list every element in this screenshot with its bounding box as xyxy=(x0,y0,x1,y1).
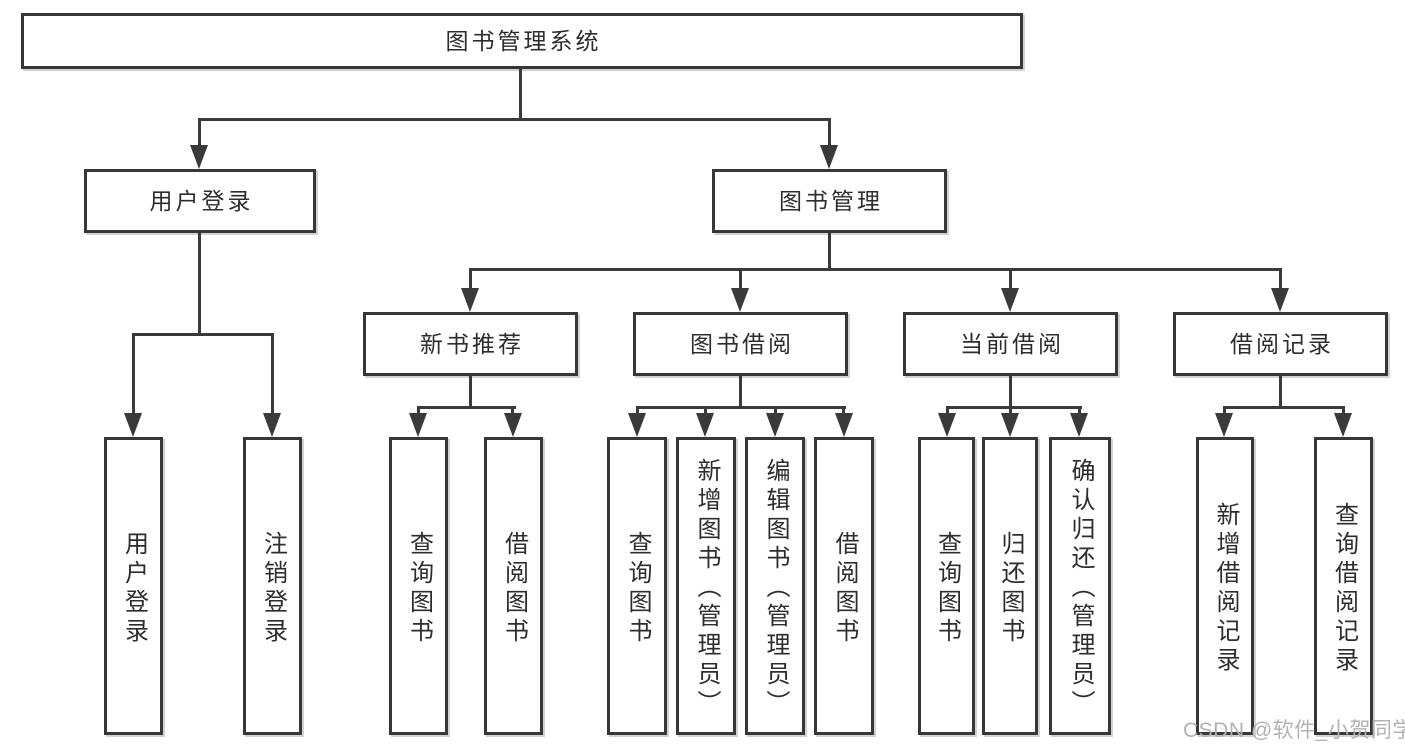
connector-line xyxy=(774,406,777,415)
arrow-head xyxy=(938,413,956,437)
connector-line xyxy=(636,406,639,415)
connector-line xyxy=(842,406,845,415)
connector-line xyxy=(946,406,1082,409)
leaf-return-book: 归还图书 xyxy=(982,437,1038,735)
connector-line xyxy=(1078,406,1081,415)
arrow-head xyxy=(731,288,749,312)
connector-line xyxy=(1009,268,1012,289)
node-label: 归还图书 xyxy=(997,530,1024,647)
leaf-query-books-current: 查询图书 xyxy=(918,437,975,735)
connector-line xyxy=(946,406,949,415)
node-label: 新增图书（管理员） xyxy=(693,458,720,719)
connector-line xyxy=(1279,376,1282,408)
leaf-add-book-admin: 新增图书（管理员） xyxy=(676,437,736,735)
arrow-head xyxy=(1001,413,1019,437)
node-current-borrow: 当前借阅 xyxy=(903,312,1118,376)
arrow-head xyxy=(820,145,838,169)
leaf-logout: 注销登录 xyxy=(243,437,302,735)
node-label: 查询图书 xyxy=(624,530,651,647)
arrow-head xyxy=(1001,288,1019,312)
arrow-head xyxy=(1334,413,1352,437)
node-label: 查询图书 xyxy=(933,530,961,647)
arrow-head xyxy=(835,413,853,437)
node-borrow-record: 借阅记录 xyxy=(1173,312,1388,376)
leaf-query-books-borrow: 查询图书 xyxy=(607,437,667,735)
connector-line xyxy=(469,268,472,289)
node-book-management: 图书管理 xyxy=(712,169,947,233)
node-label: 用户登录 xyxy=(149,187,254,214)
node-label: 图书借阅 xyxy=(690,330,794,357)
node-root-library-system: 图书管理系统 xyxy=(21,13,1023,69)
leaf-confirm-return-admin: 确认归还（管理员） xyxy=(1049,437,1111,735)
connector-line xyxy=(1009,376,1012,408)
node-user-login: 用户登录 xyxy=(84,169,316,233)
connector-line xyxy=(469,268,1282,271)
leaf-user-login: 用户登录 xyxy=(104,437,163,735)
connector-line xyxy=(271,333,274,415)
connector-line xyxy=(704,406,707,415)
node-book-borrow: 图书借阅 xyxy=(633,312,848,376)
connector-line xyxy=(1223,406,1226,415)
arrow-head xyxy=(409,413,427,437)
node-label: 图书管理系统 xyxy=(445,27,602,54)
connector-line xyxy=(511,406,514,415)
leaf-query-books-recommend: 查询图书 xyxy=(389,437,448,735)
connector-line xyxy=(132,333,135,415)
connector-line xyxy=(1223,406,1345,409)
connector-line xyxy=(417,406,420,415)
connector-line xyxy=(828,233,831,270)
node-label: 新书推荐 xyxy=(420,330,524,357)
connector-line xyxy=(417,406,516,409)
node-label: 编辑图书（管理员） xyxy=(762,458,789,719)
connector-line xyxy=(636,406,846,409)
connector-line xyxy=(198,118,831,121)
node-label: 用户登录 xyxy=(120,530,148,647)
leaf-add-borrow-record: 新增借阅记录 xyxy=(1196,437,1254,735)
arrow-head xyxy=(504,413,522,437)
connector-line xyxy=(828,118,831,147)
node-label: 当前借阅 xyxy=(960,330,1064,357)
connector-line xyxy=(1342,406,1345,415)
connector-line xyxy=(198,233,201,335)
connector-line xyxy=(739,376,742,408)
connector-line xyxy=(198,118,201,147)
arrow-head xyxy=(1215,413,1233,437)
leaf-borrow-books-recommend: 借阅图书 xyxy=(484,437,543,735)
arrow-head xyxy=(124,413,142,437)
arrow-head xyxy=(628,413,646,437)
connector-line xyxy=(1009,406,1012,415)
arrow-head xyxy=(696,413,714,437)
node-label: 新增借阅记录 xyxy=(1212,501,1239,676)
node-label: 注销登录 xyxy=(259,530,287,647)
leaf-borrow-book: 借阅图书 xyxy=(814,437,874,735)
arrow-head xyxy=(1070,413,1088,437)
connector-line xyxy=(132,333,274,336)
node-new-book-recommend: 新书推荐 xyxy=(363,312,578,376)
arrow-head xyxy=(263,413,281,437)
arrow-head xyxy=(461,288,479,312)
node-label: 确认归还（管理员） xyxy=(1067,458,1094,719)
node-label: 查询图书 xyxy=(405,530,433,647)
connector-line xyxy=(469,376,472,408)
connector-line xyxy=(519,69,522,120)
node-label: 查询借阅记录 xyxy=(1330,501,1358,676)
node-label: 借阅图书 xyxy=(500,530,528,647)
leaf-edit-book-admin: 编辑图书（管理员） xyxy=(745,437,805,735)
csdn-watermark: CSDN @软件_小贺同学 xyxy=(1183,719,1405,742)
node-label: 借阅图书 xyxy=(831,530,858,647)
connector-line xyxy=(739,268,742,289)
node-label: 借阅记录 xyxy=(1230,330,1334,357)
node-label: 图书管理 xyxy=(779,187,883,214)
arrow-head xyxy=(1271,288,1289,312)
arrow-head xyxy=(190,145,208,169)
leaf-query-borrow-record: 查询借阅记录 xyxy=(1314,437,1373,735)
connector-line xyxy=(1279,268,1282,289)
arrow-head xyxy=(766,413,784,437)
